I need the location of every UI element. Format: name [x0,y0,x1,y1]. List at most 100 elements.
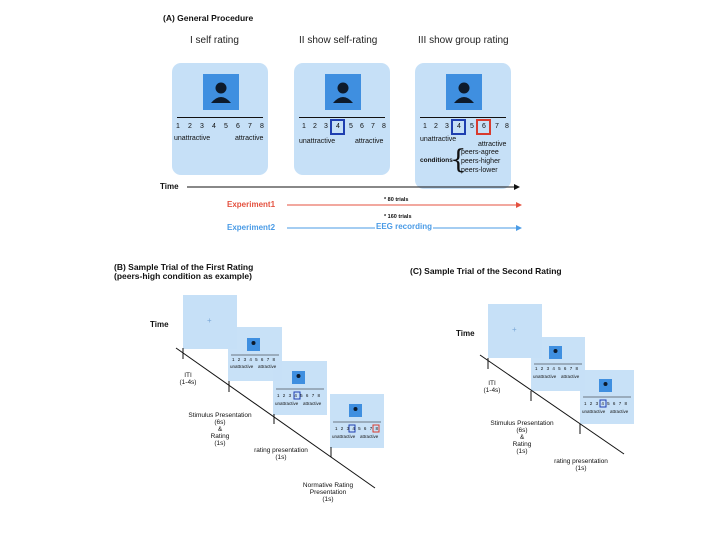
rating-presentation-label: rating presentation (1s) [543,458,619,472]
person-icon [553,349,558,353]
group-rating-box [372,424,380,433]
person-icon [353,407,358,411]
t: (1s) [516,448,528,455]
rating-scale-line [177,117,263,118]
self-rating-box [348,424,356,433]
mini-label-low: unattractive [533,374,557,379]
scale-number: 1 [302,123,306,130]
self-rating-box [293,391,301,400]
mini-label-low: unattractive [275,401,299,406]
scale-number: 6 [360,123,364,130]
panel-c-time-axis [479,354,625,455]
n: 3 [595,401,600,406]
n: 7 [618,401,623,406]
scale-number: 3 [200,123,204,130]
stimulus-label: Stimulus Presentation (6s) & Rating (1s) [180,412,260,447]
n: 2 [282,393,287,398]
panel-b-title-1: (B) Sample Trial of the First Rating [114,262,254,272]
scale-number: 3 [445,123,449,130]
mini-scale-numbers: 1 2 3 4 5 6 7 8 [232,357,276,362]
t: (1s) [275,454,287,461]
n: 3 [346,426,351,431]
n: 6 [305,393,310,398]
scale-number: 1 [423,123,427,130]
n: 2 [237,357,242,362]
n: 4 [601,401,605,406]
n: 7 [369,426,374,431]
mini-label-high: attractive [561,374,580,379]
time-label: Time [160,182,179,191]
mini-label-high: attractive [258,364,277,369]
show-self-rating-card: 1 2 3 4 5 6 7 8 unattractive attractive [294,63,390,175]
n: 8 [375,426,379,431]
scale-number-selected: 4 [457,123,461,130]
scale-number: 5 [349,123,353,130]
n: 6 [260,357,265,362]
iti-label: ITI (1-4s) [472,380,512,394]
scale-number: 5 [470,123,474,130]
scale-number: 2 [188,123,192,130]
mini-scale-numbers: 1 2 3 4 5 6 7 8 [277,393,321,398]
panel-b-title-2: (peers-high condition as example) [114,271,252,281]
stage-3-label: III show group rating [418,35,509,46]
iti-duration: (1-4s) [179,379,197,386]
scale-number: 8 [260,123,264,130]
label-attractive: attractive [478,141,507,148]
scale-number: 8 [382,123,386,130]
t: (1s) [322,496,334,503]
scale-number: 7 [248,123,252,130]
n: 8 [272,357,276,362]
condition-item: peers-agree [461,149,499,156]
t: (1s) [575,465,587,472]
iti-duration: (1-4s) [483,387,501,394]
n: 3 [546,366,551,371]
scale-number: 3 [324,123,328,130]
t: Presentation [309,489,347,496]
t: (1s) [214,440,226,447]
n: 5 [607,401,611,406]
panel-c-time-label: Time [456,329,475,338]
label-attractive: attractive [235,135,264,142]
condition-item: peers-higher [461,158,501,165]
label-unattractive: unattractive [299,138,336,145]
mini-scale-numbers: 1 2 3 4 5 6 7 8 [335,426,379,431]
n: 4 [249,357,253,362]
stage-2-label: II show self-rating [299,35,378,46]
n: 2 [589,401,594,406]
scale-number: 1 [176,123,180,130]
scale-number: 2 [313,123,317,130]
face-stimulus [446,74,482,110]
scale-number-selected: 4 [336,123,340,130]
n: 7 [266,357,271,362]
panel-c-title: (C) Sample Trial of the Second Rating [410,266,562,276]
n: 8 [317,393,321,398]
n: 7 [569,366,574,371]
n: 5 [558,366,562,371]
person-icon [296,374,301,378]
n: 5 [358,426,362,431]
stimulus-label: Stimulus Presentation (6s) & Rating (1s) [482,420,562,455]
person-icon [211,82,231,103]
fixation-cross: + [207,316,212,325]
t: rating presentation [554,458,608,465]
group-rating-box [476,119,491,135]
person-icon [454,82,474,103]
n: 1 [535,366,539,371]
mini-label-low: unattractive [582,409,606,414]
t: Stimulus Presentation [490,420,554,427]
t: Rating [512,441,532,448]
rating-frame [273,361,327,415]
n: 4 [352,426,356,431]
n: 1 [584,401,588,406]
mini-label-high: attractive [303,401,322,406]
mini-scale-numbers: 1 2 3 4 5 6 7 8 [584,401,628,406]
experiment2-trials: * 160 trials [384,214,412,220]
t: (6s) [516,427,528,434]
eeg-recording-label: EEG recording [375,222,434,231]
self-rating-box [599,399,607,408]
n: 6 [363,426,368,431]
iti-label: ITI (1-4s) [168,372,208,386]
n: 6 [563,366,568,371]
n: 5 [255,357,259,362]
